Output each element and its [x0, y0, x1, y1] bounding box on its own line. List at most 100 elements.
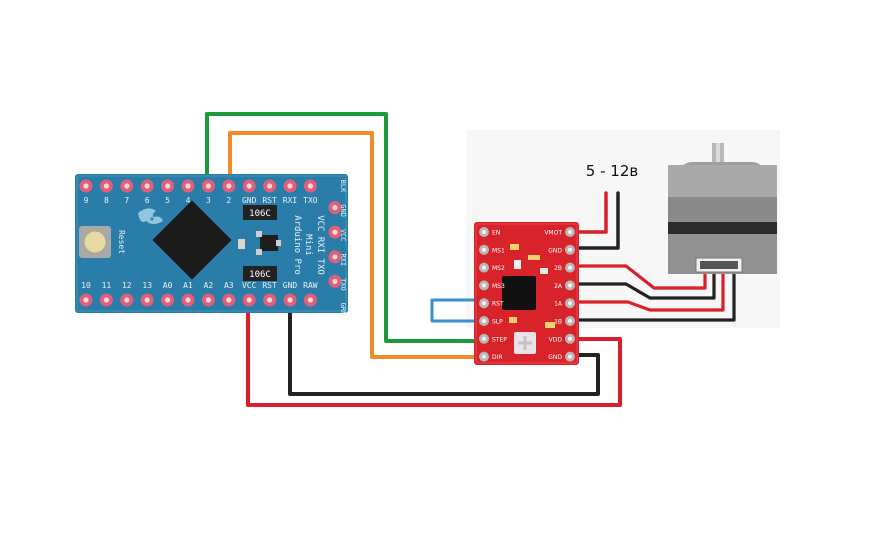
driver-right-pin-hole — [568, 336, 572, 341]
regulator-pin-b — [256, 249, 262, 255]
arduino-side-pin-label: RXI — [339, 253, 347, 266]
driver-left-pin-hole — [482, 354, 486, 359]
smd-part-3 — [514, 260, 521, 269]
arduino-top-pin-hole — [287, 183, 293, 189]
arduino-bottom-pin-label: 10 — [81, 281, 91, 290]
arduino-side-pin-hole — [332, 278, 338, 284]
arduino-bottom-pin-label: VCC — [242, 281, 257, 290]
trimpot-slot-icon — [518, 336, 532, 350]
driver-left-pin-hole — [482, 247, 486, 252]
driver-right-pin-hole — [568, 230, 572, 234]
arduino-top-pin-label: 9 — [84, 196, 89, 205]
board-text-line-3: Arduino Pro — [292, 215, 302, 275]
driver-right-pin-hole — [568, 301, 572, 306]
arduino-bottom-pin-label: A0 — [163, 281, 173, 290]
arduino-bottom-pin-hole — [124, 297, 130, 303]
motor-connector-slot — [700, 261, 738, 269]
driver-left-pin-label: STEP — [492, 336, 507, 343]
regulator-pin-a — [256, 231, 262, 237]
driver-left-pin-hole — [482, 265, 486, 270]
arduino-side-pin-label: BLK — [339, 180, 347, 193]
supply-voltage-label: 5 - 12в — [586, 162, 638, 180]
driver-right-pin-hole — [568, 354, 572, 359]
driver-left-pin-hole — [482, 301, 486, 306]
smd-part-6 — [545, 322, 555, 328]
driver-left-pin-hole — [482, 336, 486, 341]
arduino-bottom-pin-hole — [83, 297, 89, 303]
driver-left-pin-hole — [482, 283, 486, 288]
driver-right-pin-label: GND — [548, 247, 562, 254]
arduino-bottom-pin-label: RAW — [303, 281, 318, 290]
arduino-top-pin-label: 7 — [124, 196, 129, 205]
stepper-motor — [668, 143, 777, 274]
wire-supply-red — [576, 191, 608, 234]
reset-label: Reset — [117, 230, 126, 254]
arduino-bottom-pin-label: GND — [283, 281, 298, 290]
capacitor-top-label: 106C — [249, 209, 271, 219]
arduino-top-pin-label: RXI — [283, 196, 298, 205]
wire-blue-rst-slp — [430, 298, 486, 323]
wire-motor-1b — [576, 268, 736, 322]
arduino-top-pin-label: 3 — [206, 196, 211, 205]
driver-board-edge — [475, 223, 578, 364]
arduino-bottom-pin-hole — [246, 297, 252, 303]
driver-left-pin-label: RST — [492, 301, 504, 308]
driver-right-pin-label: GND — [548, 354, 562, 361]
arduino-bottom-pin-label: 11 — [102, 281, 112, 290]
arduino-top-pin-hole — [144, 183, 150, 189]
arduino-board-edge — [76, 175, 347, 312]
arduino-side-pin-label: GRN — [339, 303, 347, 316]
driver-left-pin-label: MS1 — [492, 247, 505, 254]
arduino-bottom-pin-hole — [165, 297, 171, 303]
arduino-top-pin-label: RST — [262, 196, 277, 205]
driver-left-pin-hole — [482, 319, 486, 323]
arduino-top-pin-hole — [267, 183, 273, 189]
capacitor-top — [243, 205, 277, 220]
arduino-top-pin-hole — [165, 183, 171, 189]
wire-supply-black — [576, 191, 620, 250]
reset-button-cap — [83, 230, 107, 254]
arduino-top-pin-hole — [205, 183, 211, 189]
driver-left-pin-label: MS2 — [492, 265, 505, 272]
arduino-side-pin-hole — [332, 254, 338, 260]
arduino-bottom-pin-label: 12 — [122, 281, 132, 290]
voltage-regulator — [260, 235, 278, 251]
arduino-top-pin-label: TXO — [303, 196, 318, 205]
arduino-top-pin-label: 4 — [186, 196, 191, 205]
wire-red-vcc-vdd — [246, 297, 622, 407]
smd-part-5 — [509, 317, 517, 323]
arduino-side-pin-label: GND — [339, 204, 347, 217]
arduino-bottom-pin-hole — [307, 297, 313, 303]
driver-right-pin-label: VDD — [549, 336, 563, 343]
regulator-pin-c — [276, 240, 281, 246]
wire-motor-2b — [576, 264, 707, 290]
driver-left-pin-hole — [482, 230, 486, 234]
motor-top-flange — [668, 165, 777, 202]
driver-left-pin-label: DIR — [492, 354, 503, 361]
driver-right-pin-hole — [568, 319, 572, 323]
arduino-top-pin-label: 2 — [226, 196, 231, 205]
arduino-top-pin-hole — [246, 183, 252, 189]
arduino-top-pin-hole — [83, 183, 89, 189]
driver-right-pin-hole — [568, 265, 572, 270]
smd-part-1 — [510, 244, 519, 250]
wires — [205, 112, 736, 407]
arduino-logo-icon — [138, 208, 163, 224]
arduino-top-pin-hole — [226, 183, 232, 189]
arduino-bottom-pin-hole — [205, 297, 211, 303]
smd-resistor — [238, 239, 245, 249]
arduino-top-pin-label: 6 — [145, 196, 150, 205]
capacitor-bottom — [243, 266, 277, 281]
wire-motor-1a — [576, 268, 725, 312]
arduino-bottom-pin-hole — [144, 297, 150, 303]
arduino-side-pin-hole — [332, 229, 338, 235]
driver-right-pin-label: 2B — [554, 265, 562, 272]
arduino-bottom-pin-hole — [267, 297, 273, 303]
driver-right-pin-hole — [568, 247, 572, 252]
